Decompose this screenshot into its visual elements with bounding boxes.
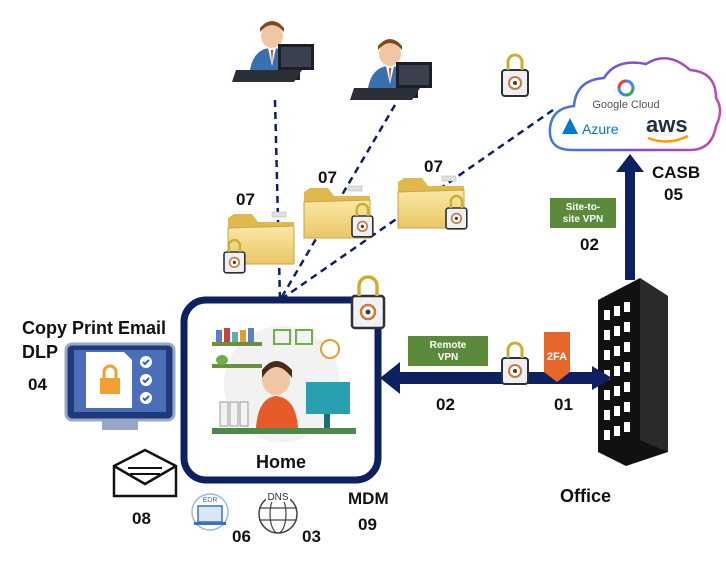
home-office-illustration bbox=[212, 326, 356, 442]
remote-vpn-tag bbox=[408, 336, 488, 366]
google-cloud-label: Google Cloud bbox=[592, 99, 659, 111]
user-workstation-icon bbox=[350, 39, 432, 100]
mdm-label: MDM bbox=[348, 489, 389, 508]
remote-vpn-line2: VPN bbox=[438, 352, 459, 363]
two-fa-number: 01 bbox=[554, 395, 573, 414]
office-building-icon bbox=[598, 278, 668, 466]
dlp-subtitle: DLP bbox=[22, 342, 58, 362]
home-label: Home bbox=[256, 452, 306, 472]
dashed-line-cloud bbox=[279, 108, 554, 302]
site-vpn-line1: Site-to- bbox=[566, 202, 600, 213]
edr-icon bbox=[191, 493, 229, 531]
dns-globe-icon bbox=[258, 490, 298, 534]
mdm-number: 09 bbox=[358, 515, 377, 534]
google-cloud-icon bbox=[617, 79, 635, 97]
dlp-monitor-icon bbox=[64, 342, 176, 430]
cloud-services: Google Cloud Azure aws bbox=[548, 57, 722, 152]
lock-icon bbox=[350, 275, 386, 330]
casb-number: 05 bbox=[664, 185, 683, 204]
dns-number: 03 bbox=[302, 527, 321, 546]
user-workstation-icon bbox=[232, 21, 314, 82]
lock-icon bbox=[500, 341, 530, 386]
site-vpn-number: 02 bbox=[580, 235, 599, 254]
folder-number: 07 bbox=[318, 168, 337, 187]
azure-label: Azure bbox=[582, 121, 619, 137]
edr-label: EDR bbox=[203, 497, 218, 504]
two-fa-label: 2FA bbox=[547, 351, 567, 363]
site-vpn-line2: site VPN bbox=[563, 214, 604, 225]
folder-number: 07 bbox=[424, 157, 443, 176]
dlp-title: Copy Print Email bbox=[22, 318, 166, 338]
office-label: Office bbox=[560, 486, 611, 506]
remote-vpn-number: 02 bbox=[436, 395, 455, 414]
edr-number: 06 bbox=[232, 527, 251, 546]
azure-icon bbox=[562, 118, 578, 134]
remote-vpn-line1: Remote bbox=[430, 340, 467, 351]
lock-icon bbox=[500, 53, 530, 98]
aws-smile-icon bbox=[647, 134, 689, 143]
dlp-number: 04 bbox=[28, 375, 47, 394]
site-vpn-tag bbox=[550, 198, 616, 228]
aws-label: aws bbox=[646, 112, 688, 137]
dns-label: DNS bbox=[267, 492, 288, 503]
email-icon bbox=[112, 448, 178, 498]
site-to-site-vpn-arrow bbox=[616, 154, 644, 280]
folder-number: 07 bbox=[236, 190, 255, 209]
remote-vpn-arrow bbox=[380, 362, 612, 394]
email-number: 08 bbox=[132, 509, 151, 528]
dashed-line-user1 bbox=[273, 99, 282, 301]
two-factor-auth-icon bbox=[544, 332, 570, 382]
casb-label: CASB bbox=[652, 163, 700, 182]
